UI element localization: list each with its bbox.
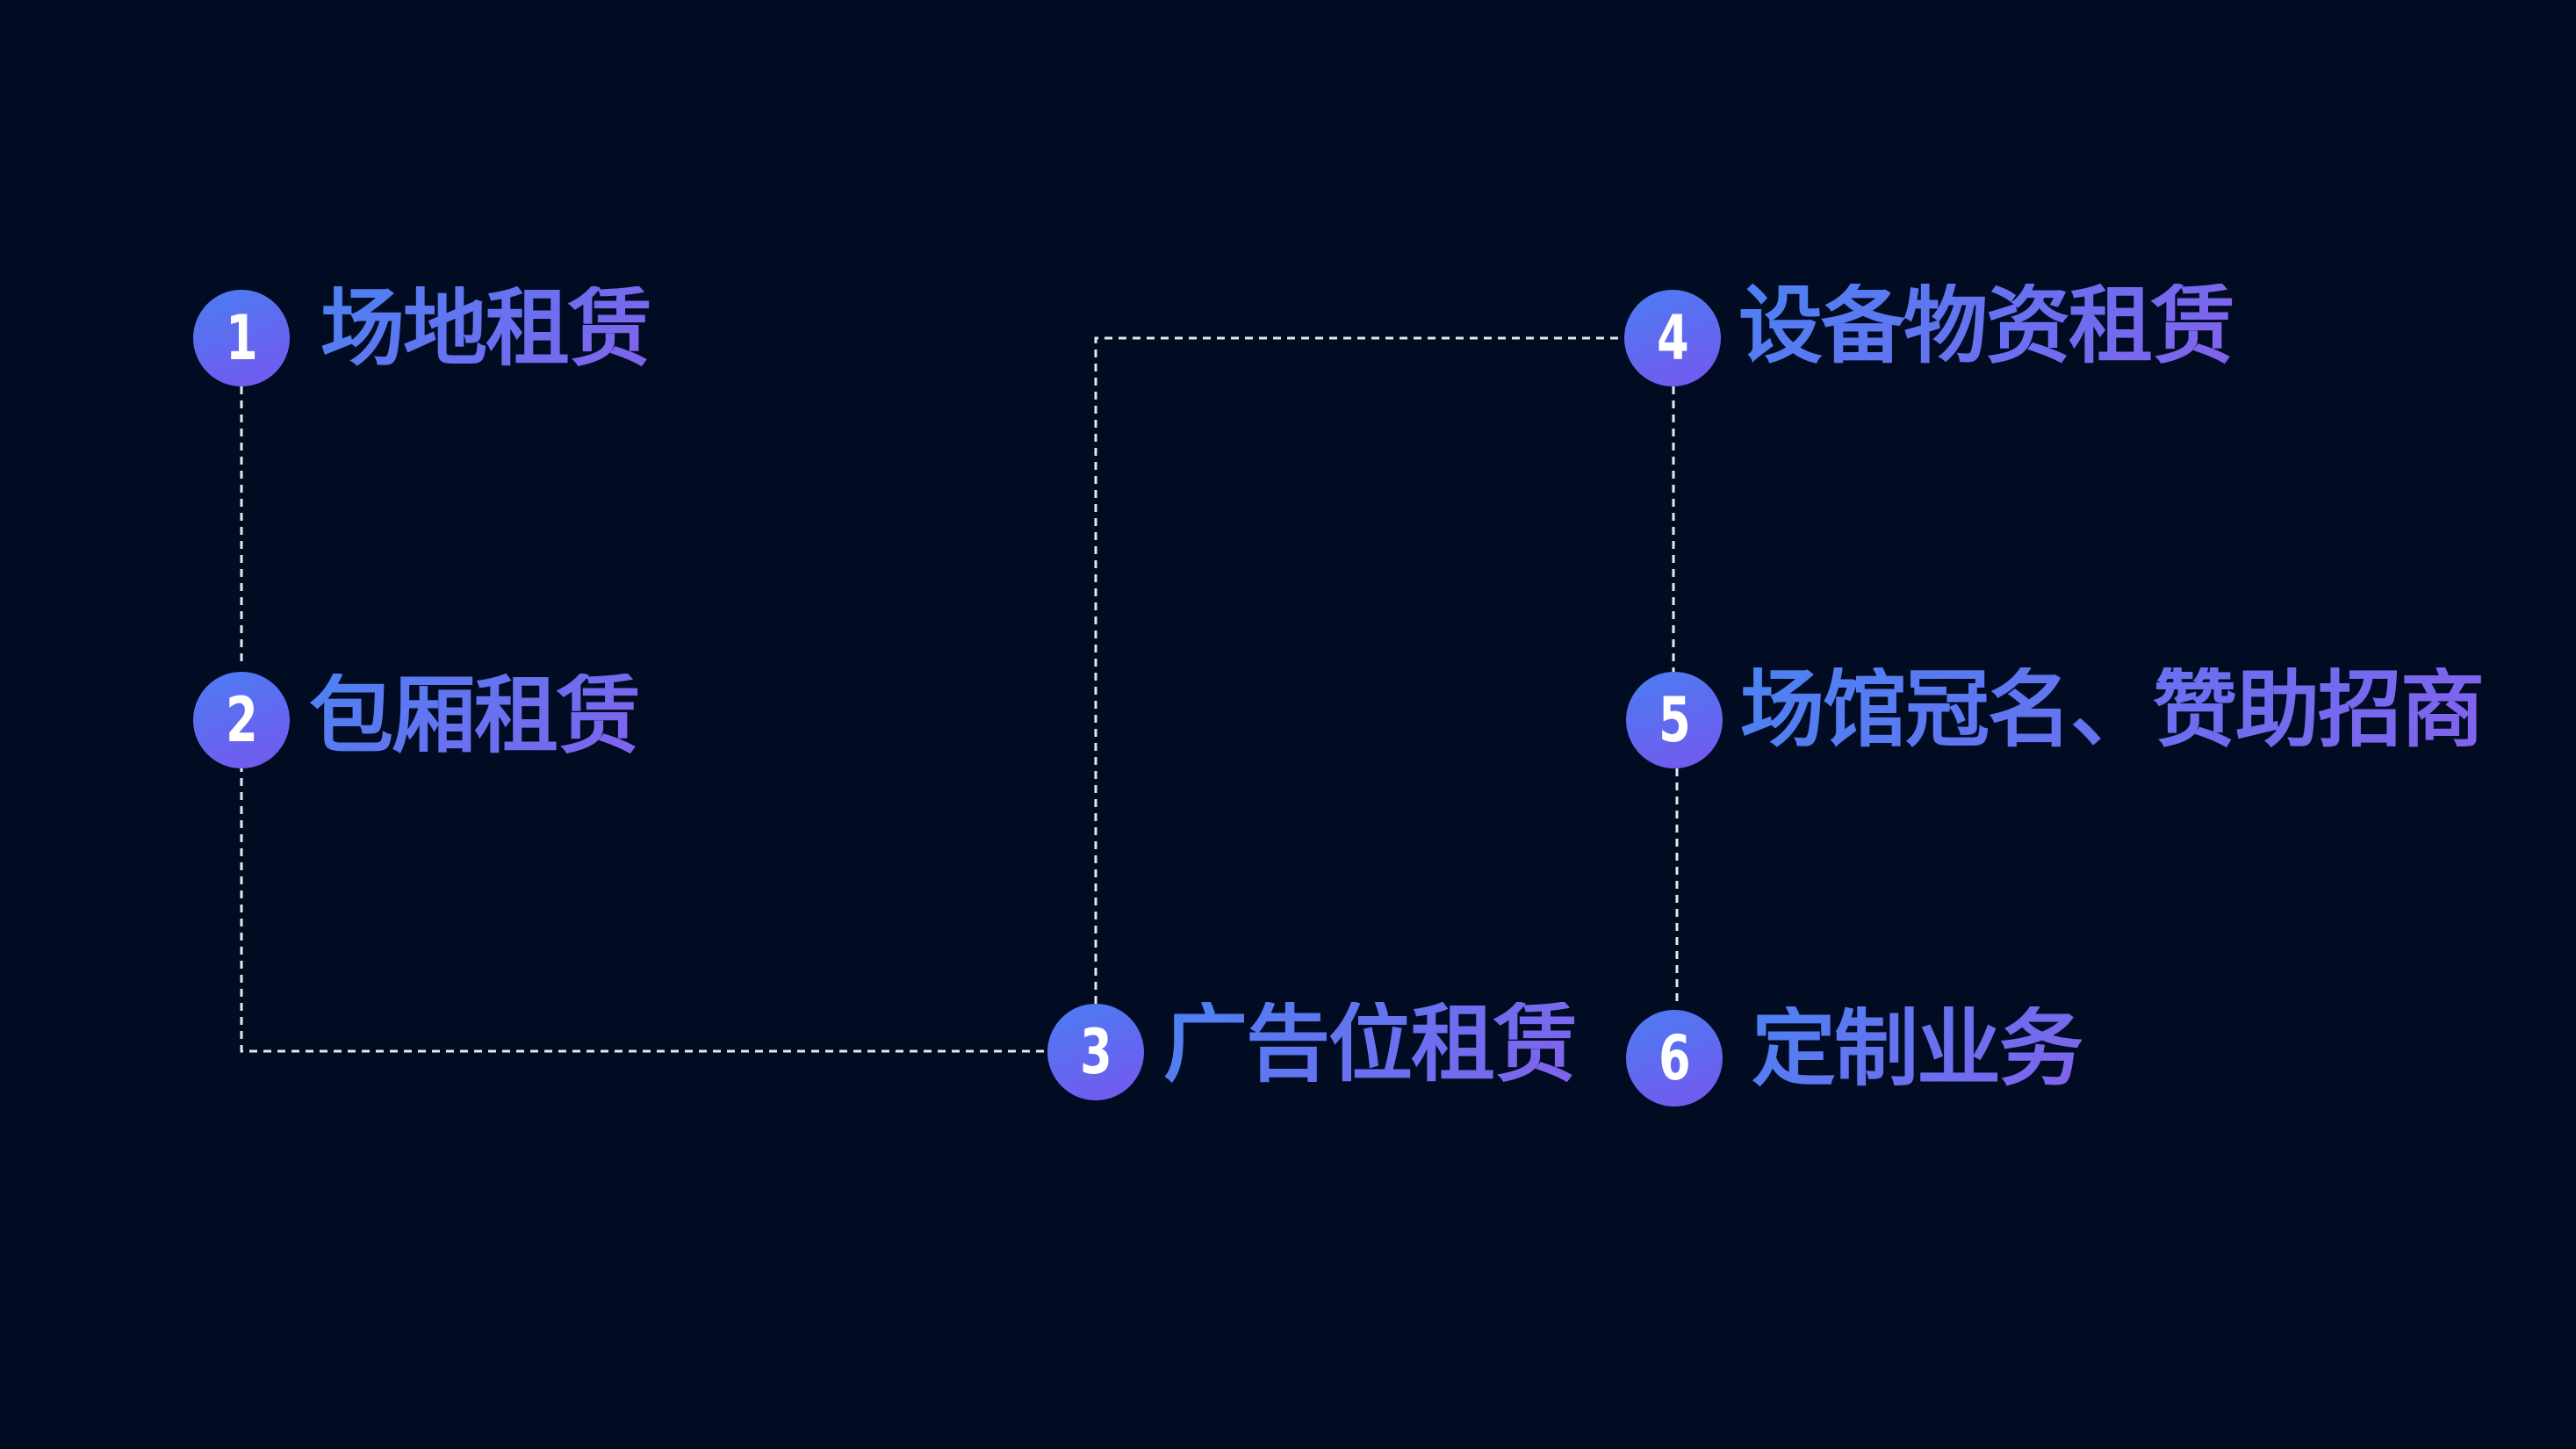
- step-5-badge: 5: [1626, 672, 1723, 768]
- step-6-badge: 6: [1626, 1010, 1723, 1107]
- step-4-badge: 4: [1624, 290, 1721, 386]
- step-3-number: 3: [1079, 1016, 1112, 1088]
- step-3-label: 广告位租赁: [1163, 995, 1578, 1093]
- step-3-badge: 3: [1047, 1004, 1144, 1100]
- step-2-number: 2: [225, 684, 258, 756]
- step-1-badge: 1: [193, 290, 290, 386]
- step-2-badge: 2: [193, 672, 290, 768]
- step-1-number: 1: [225, 302, 258, 374]
- step-4-number: 4: [1656, 302, 1689, 374]
- step-6-label: 定制业务: [1752, 999, 2083, 1098]
- step-5-number: 5: [1658, 684, 1691, 756]
- step-2-label: 包厢租赁: [309, 667, 641, 765]
- step-1-label: 场地租赁: [320, 279, 652, 378]
- connector-2-3: [240, 764, 1047, 1053]
- step-4-label: 设备物资租赁: [1738, 277, 2235, 375]
- connector-3-4: [1094, 336, 1624, 1004]
- step-5-label: 场馆冠名、赞助招商: [1740, 660, 2485, 759]
- step-6-number: 6: [1658, 1022, 1691, 1094]
